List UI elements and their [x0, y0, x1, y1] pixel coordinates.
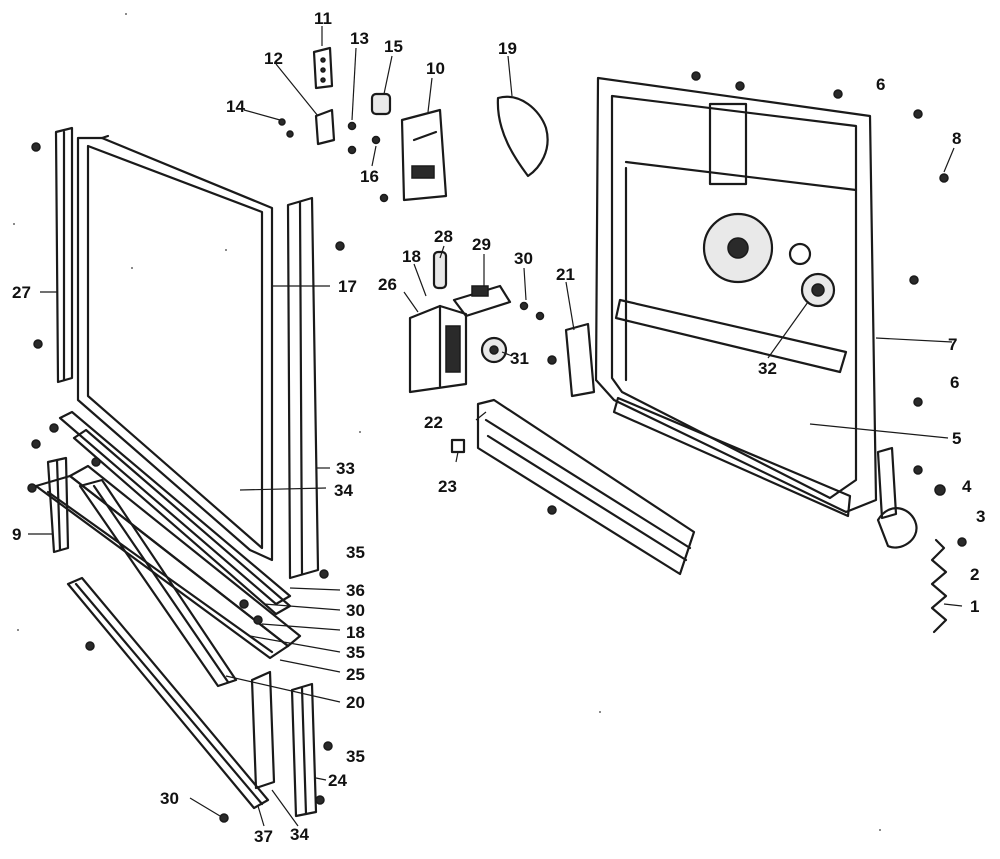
- spray-arm-hub: [702, 212, 812, 284]
- callout-21: 21: [556, 265, 575, 284]
- spring-28: [432, 250, 448, 290]
- lever-29: [452, 284, 512, 318]
- vertical-bracket-34: [250, 670, 276, 790]
- callout-7: 7: [948, 335, 957, 354]
- callout-5: 5: [952, 429, 961, 448]
- callout-29: 29: [472, 235, 491, 254]
- callout-18a: 18: [402, 247, 421, 266]
- callout-28: 28: [434, 227, 453, 246]
- knob-15: [370, 92, 392, 116]
- callout-6a: 6: [876, 75, 885, 94]
- cap-31: [480, 336, 508, 364]
- callout-31: 31: [510, 349, 529, 368]
- latch-assembly-10: [400, 108, 448, 202]
- callout-30b: 30: [346, 601, 365, 620]
- callout-3: 3: [976, 507, 985, 526]
- inner-door-frame: [594, 76, 878, 514]
- hinge-21: [564, 322, 596, 398]
- fill-cup-32: [800, 272, 836, 308]
- callout-34a: 34: [334, 481, 353, 500]
- screw-13: [347, 121, 357, 155]
- clip-23: [450, 438, 466, 454]
- callout-1: 1: [970, 597, 979, 616]
- callout-8: 8: [952, 129, 961, 148]
- leader-lines: [28, 26, 963, 827]
- callout-18b: 18: [346, 623, 365, 642]
- callout-35c: 35: [346, 747, 365, 766]
- callout-37: 37: [254, 827, 273, 846]
- drip-rail-22: [476, 398, 696, 576]
- callout-35a: 35: [346, 543, 365, 562]
- callout-labels: 1 2 3 4 5 6 6 7 8 9 10 11 12 13 14 15 16…: [12, 9, 985, 846]
- dispenser-26: [408, 304, 468, 394]
- screw-30-center: [519, 301, 545, 321]
- trim-strip-9: [46, 456, 70, 554]
- callout-10: 10: [426, 59, 445, 78]
- callout-32: 32: [758, 359, 777, 378]
- vertical-bracket-24: [290, 682, 318, 818]
- callout-12: 12: [264, 49, 283, 68]
- soap-tray-channel: [612, 298, 852, 518]
- callout-35b: 35: [346, 643, 365, 662]
- callout-13: 13: [350, 29, 369, 48]
- toe-panel-25: [34, 464, 302, 660]
- callout-2: 2: [970, 565, 979, 584]
- screw-16: [371, 135, 389, 203]
- kick-plate-20: [78, 478, 238, 688]
- wire-harness-19: [496, 95, 549, 178]
- callout-15: 15: [384, 37, 403, 56]
- callout-11: 11: [314, 9, 332, 28]
- latch-bracket-12: [278, 108, 336, 146]
- callout-9: 9: [12, 525, 21, 544]
- callout-30c: 30: [160, 789, 179, 808]
- callout-14: 14: [226, 97, 245, 116]
- callout-24: 24: [328, 771, 347, 790]
- callout-20: 20: [346, 693, 365, 712]
- callout-19: 19: [498, 39, 517, 58]
- callout-25: 25: [346, 665, 365, 684]
- callout-33: 33: [336, 459, 355, 478]
- callout-26: 26: [378, 275, 397, 294]
- outer-door-panel: [76, 134, 274, 562]
- scan-specks: [13, 13, 881, 831]
- bottom-rail-37: [66, 576, 270, 810]
- loose-screws-left: [27, 423, 333, 823]
- callout-17: 17: [338, 277, 357, 296]
- callout-22: 22: [424, 413, 443, 432]
- door-gasket-strip-27: [31, 126, 74, 384]
- callout-34b: 34: [290, 825, 309, 844]
- callout-23: 23: [438, 477, 457, 496]
- spring-1: [930, 538, 948, 634]
- latch-plate-11: [312, 46, 334, 90]
- callout-36: 36: [346, 581, 365, 600]
- loose-screws-right: [547, 71, 967, 547]
- callout-6b: 6: [950, 373, 959, 392]
- side-trim-strip-33: [286, 196, 345, 580]
- callout-16: 16: [360, 167, 379, 186]
- callout-27: 27: [12, 283, 31, 302]
- callout-30a: 30: [514, 249, 533, 268]
- callout-4: 4: [962, 477, 972, 496]
- hinge-arm-3: [876, 446, 918, 549]
